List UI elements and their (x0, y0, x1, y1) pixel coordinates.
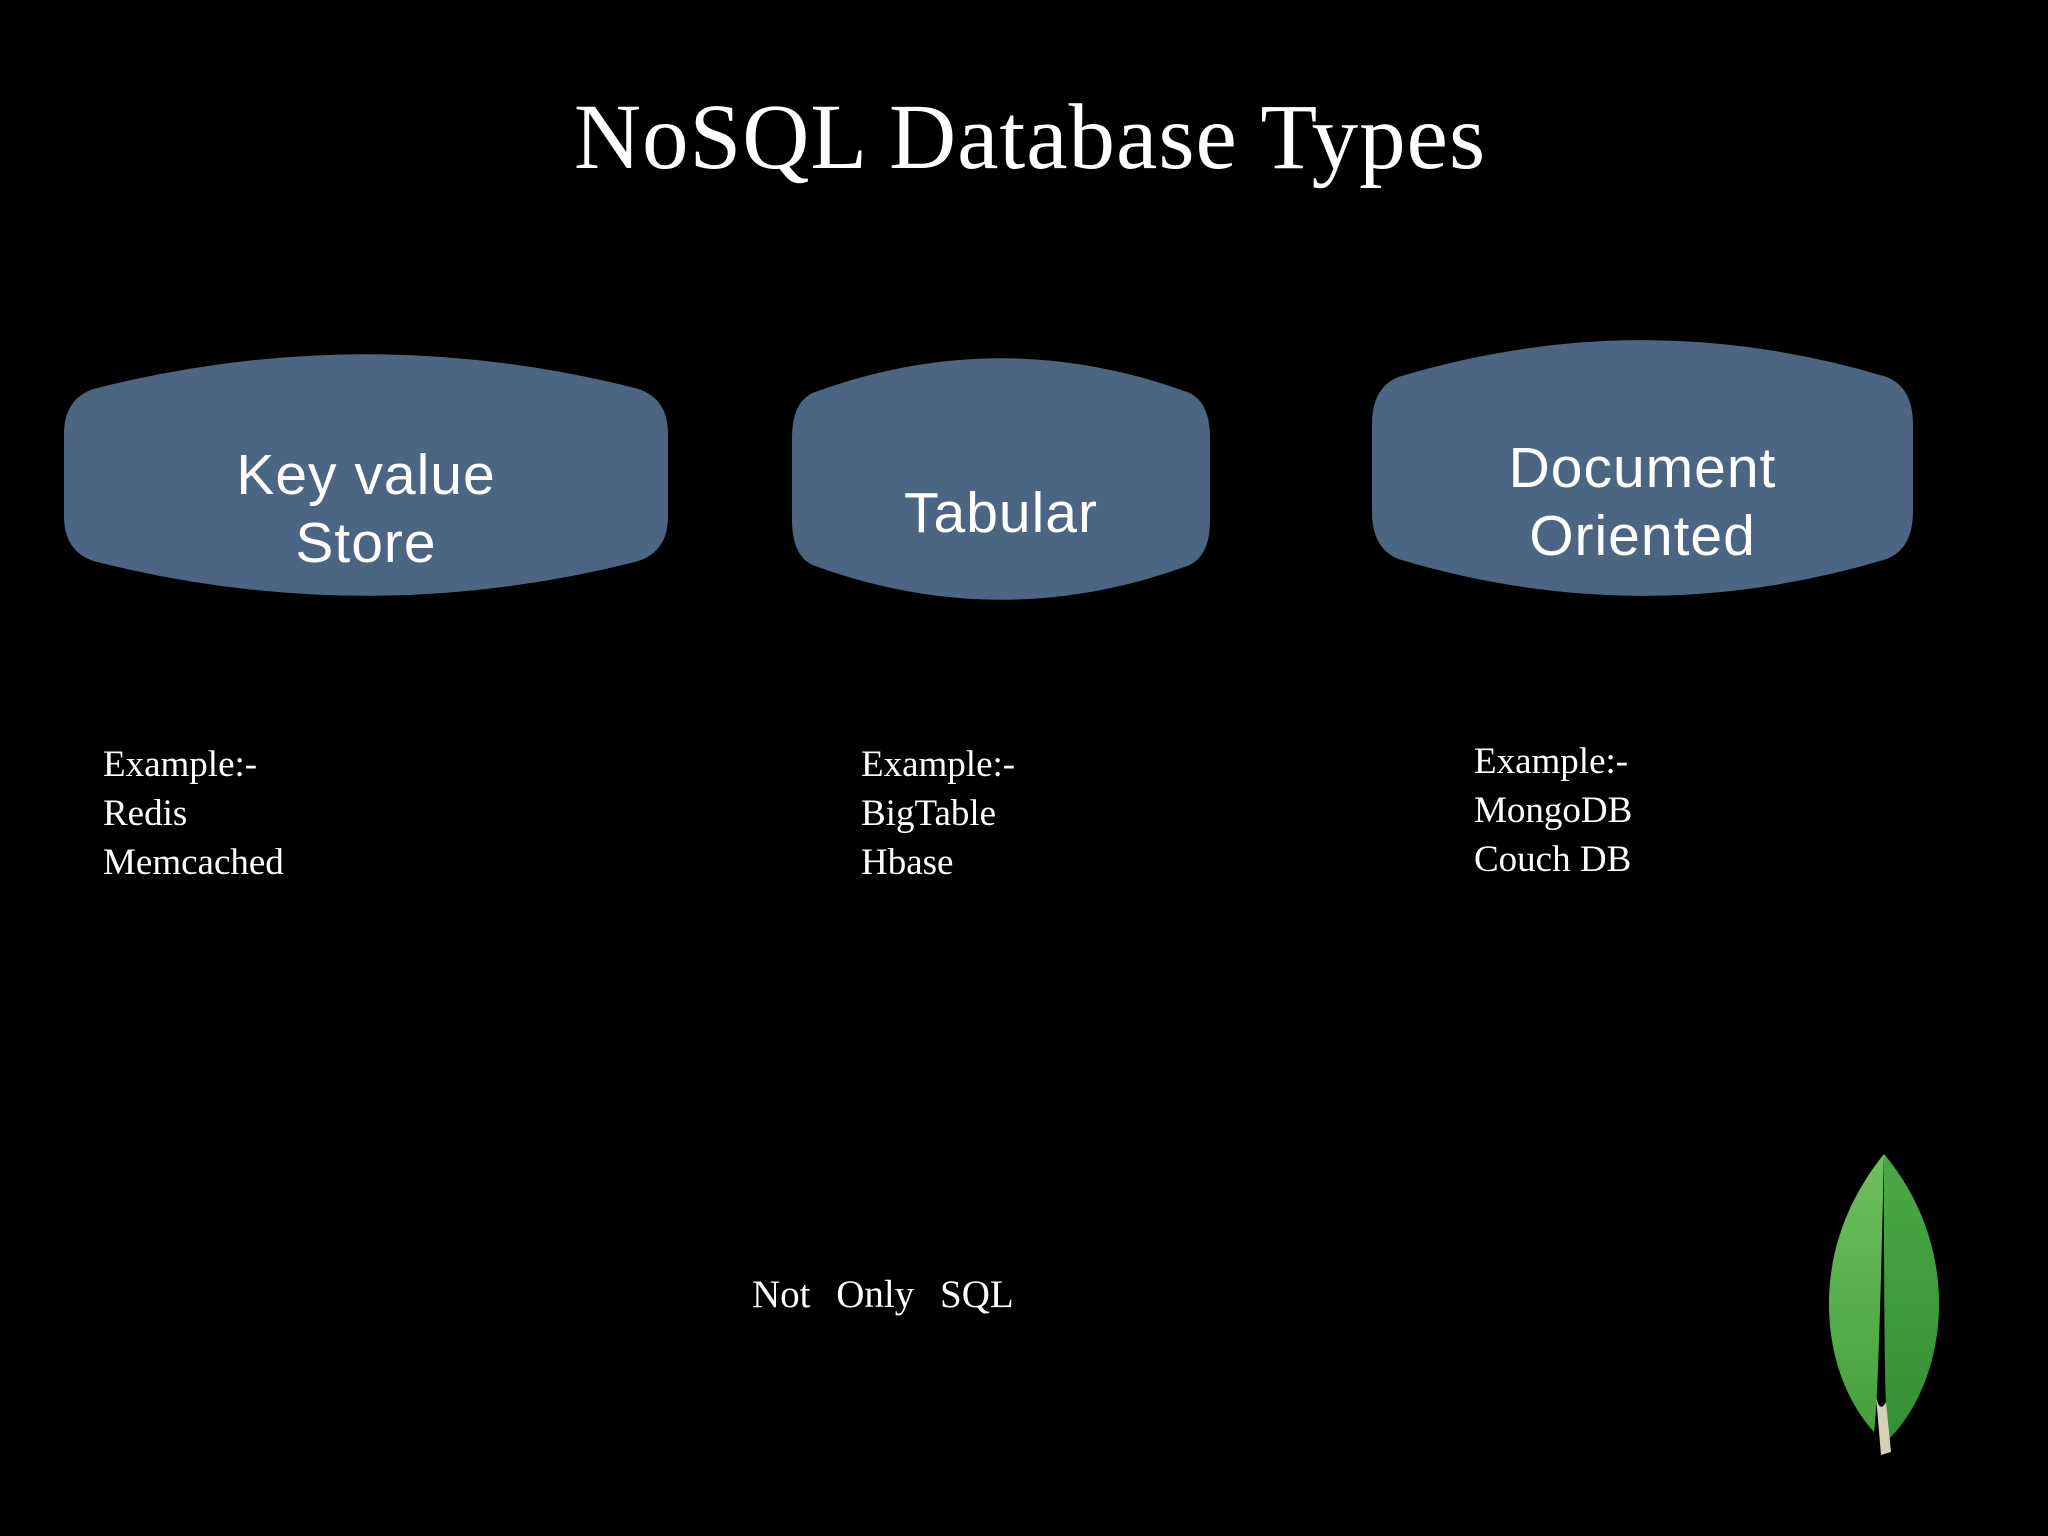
shape-label-document-oriented: Document Oriented (1372, 323, 1913, 613)
shape-label-key-value-store: Key value Store (64, 338, 668, 612)
example-item: Hbase (861, 842, 954, 883)
footnote-not-only-sql: Not Only SQL (752, 1273, 1014, 1316)
mongodb-leaf-icon (1828, 1154, 1940, 1455)
shape-document-oriented: Document Oriented (1372, 323, 1913, 613)
example-list-key-value-store: Example:- Redis Memcached (103, 740, 284, 887)
example-heading: Example:- (861, 744, 1016, 785)
example-list-tabular: Example:- BigTable Hbase (861, 740, 1015, 887)
example-item: MongoDB (1474, 790, 1633, 831)
cylinder-shape-icon (792, 358, 1210, 600)
label-line: Document (1508, 436, 1777, 500)
example-item: Memcached (103, 842, 284, 883)
leaf-right-half (1884, 1154, 1940, 1440)
shape-label-tabular: Tabular (792, 342, 1210, 616)
label-line: Tabular (904, 481, 1098, 545)
example-item: Couch DB (1474, 839, 1632, 880)
example-heading: Example:- (1474, 741, 1629, 782)
page-title: NoSQL Database Types (573, 86, 1487, 190)
cylinder-shape-icon (1372, 340, 1913, 596)
shape-tabular: Tabular (792, 342, 1210, 616)
label-line: Key value (236, 443, 496, 507)
example-heading: Example:- (103, 744, 258, 785)
label-line: Store (295, 511, 437, 575)
example-item: BigTable (861, 793, 997, 834)
example-item: Redis (103, 793, 188, 834)
label-line: Oriented (1529, 504, 1756, 568)
leaf-left-half (1828, 1154, 1884, 1432)
cylinder-shape-icon (64, 354, 668, 596)
shape-key-value-store: Key value Store (64, 338, 668, 612)
example-list-document-oriented: Example:- MongoDB Couch DB (1474, 737, 1632, 884)
leaf-stem (1876, 1396, 1891, 1455)
